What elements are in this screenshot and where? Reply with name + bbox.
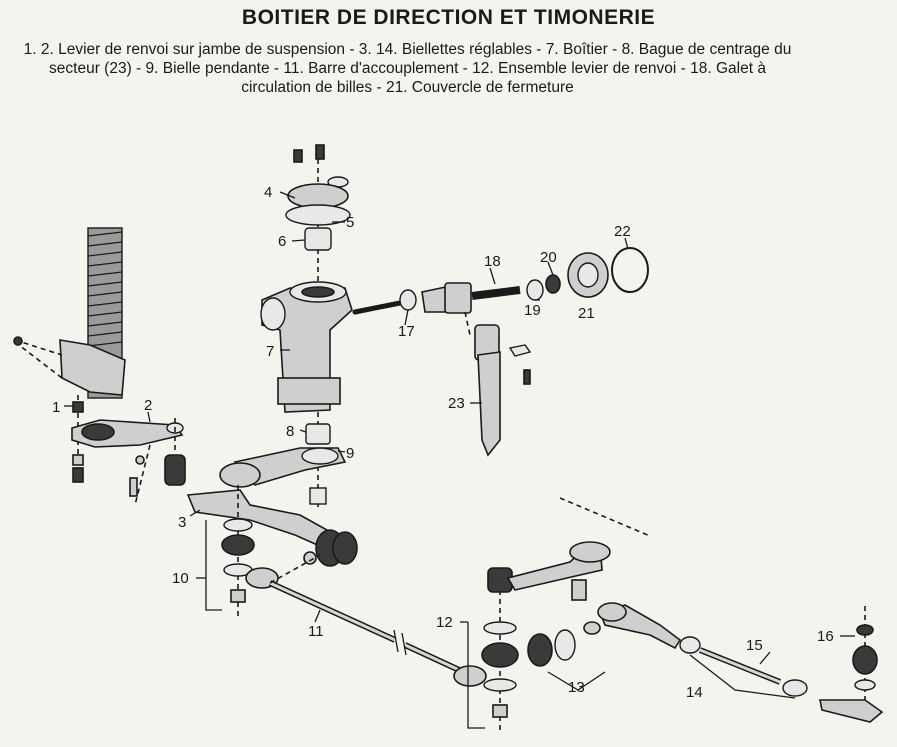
part-2-idler-lever bbox=[71, 418, 184, 506]
label-part-17: 17 bbox=[398, 323, 415, 340]
label-part-23: 23 bbox=[448, 395, 465, 412]
label-part-8: 8 bbox=[286, 423, 294, 440]
label-part-16: 16 bbox=[817, 628, 834, 645]
part-3-adjustable-link bbox=[164, 454, 358, 567]
parts-4-5-6-top-cover bbox=[285, 144, 351, 285]
label-part-18: 18 bbox=[484, 253, 501, 270]
part-number-labels: 4 5 6 7 8 9 1 2 3 10 11 12 13 14 15 16 1… bbox=[52, 184, 834, 701]
label-part-20: 20 bbox=[540, 249, 557, 266]
label-part-2: 2 bbox=[144, 397, 152, 414]
label-part-9: 9 bbox=[346, 445, 354, 462]
label-part-19: 19 bbox=[524, 302, 541, 319]
label-part-11: 11 bbox=[308, 623, 324, 640]
label-part-3: 3 bbox=[178, 514, 186, 531]
label-part-10: 10 bbox=[172, 570, 189, 587]
part-11-tie-rod bbox=[245, 554, 487, 687]
parts-14-15-adjustable-rod bbox=[597, 602, 808, 699]
part-16-tie-rod-end bbox=[819, 606, 884, 723]
label-part-5: 5 bbox=[346, 214, 354, 231]
parts-17-23-worm-assembly bbox=[399, 247, 649, 457]
label-part-21: 21 bbox=[578, 305, 595, 322]
suspension-strut bbox=[13, 227, 126, 399]
label-part-4: 4 bbox=[264, 184, 272, 201]
leader-lines bbox=[64, 191, 855, 665]
label-part-22: 22 bbox=[614, 223, 631, 240]
label-part-12: 12 bbox=[436, 614, 453, 631]
label-part-6: 6 bbox=[278, 233, 286, 250]
part-13-bushing-set bbox=[527, 621, 606, 691]
label-part-14: 14 bbox=[686, 684, 703, 701]
label-part-15: 15 bbox=[746, 637, 763, 654]
diagram-caption: 1. 2. Levier de renvoi sur jambe de susp… bbox=[23, 41, 792, 96]
part-12-idler-assembly bbox=[467, 497, 651, 730]
diagram-title: BOITIER DE DIRECTION ET TIMONERIE bbox=[241, 6, 656, 29]
parts-8-9-pitman-arm bbox=[219, 412, 347, 510]
part-7-steering-box bbox=[260, 281, 403, 413]
part-10-ball-joint bbox=[205, 485, 255, 620]
label-part-1: 1 bbox=[52, 399, 60, 416]
label-part-13: 13 bbox=[568, 679, 585, 696]
label-part-7: 7 bbox=[266, 343, 274, 360]
